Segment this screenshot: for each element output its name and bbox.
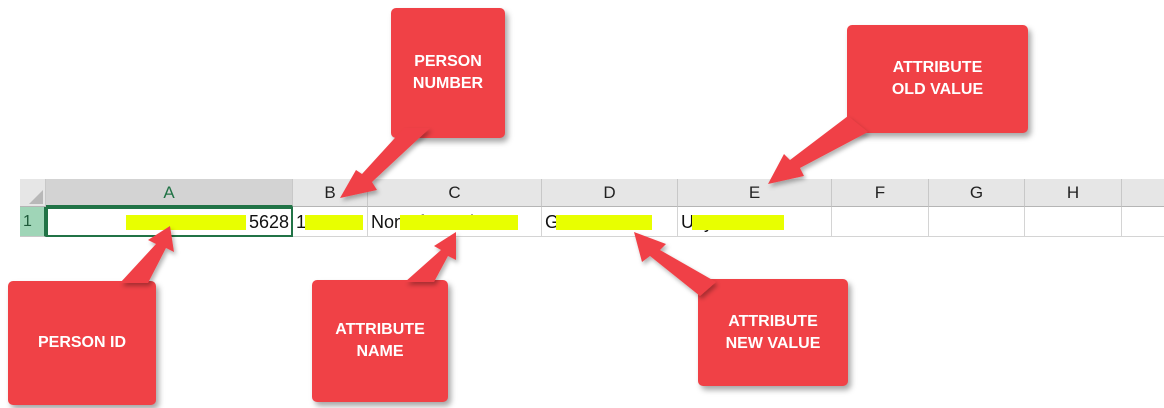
column-header-b[interactable]: B [293, 179, 368, 207]
cell-overflow [1122, 207, 1164, 237]
cell-a1-value: 5628 [248, 212, 289, 232]
redaction-highlight [126, 215, 246, 230]
column-header-f[interactable]: F [832, 179, 929, 207]
spreadsheet-grid: A B C D E F G H 1 5628 100002 NonInforma… [20, 179, 1164, 239]
cell-a1[interactable]: 5628 [46, 207, 293, 237]
callout-attribute-old-value-label: ATTRIBUTE OLD VALUE [891, 59, 984, 98]
cell-h1[interactable] [1025, 207, 1122, 237]
callout-person-number: PERSON NUMBER [391, 8, 505, 138]
column-header-overflow [1122, 179, 1164, 207]
select-all-corner[interactable] [20, 179, 46, 207]
column-header-c[interactable]: C [368, 179, 542, 207]
cell-f1[interactable] [832, 207, 929, 237]
row-header-1[interactable]: 1 [20, 207, 46, 237]
redaction-highlight [305, 215, 363, 230]
callout-person-id-label: PERSON ID [37, 334, 126, 351]
select-all-triangle-icon [29, 190, 43, 204]
cell-e1[interactable]: Uuyer [678, 207, 832, 237]
column-header-g[interactable]: G [929, 179, 1025, 207]
callout-person-id: PERSON ID [8, 281, 156, 405]
column-header-e[interactable]: E [678, 179, 832, 207]
cell-d1[interactable]: Ger [542, 207, 678, 237]
cell-c1[interactable]: NonInformation1 [368, 207, 542, 237]
column-header-d[interactable]: D [542, 179, 678, 207]
column-header-a[interactable]: A [46, 179, 293, 207]
callout-person-number-label: PERSON NUMBER [412, 53, 484, 92]
callout-attribute-name: ATTRIBUTE NAME [312, 280, 448, 402]
arrow-attribute-name [405, 232, 456, 282]
redaction-highlight [556, 215, 652, 230]
callout-attribute-new-value-label: ATTRIBUTE NEW VALUE [725, 312, 821, 352]
redaction-highlight [400, 215, 518, 230]
callout-attribute-name-label: ATTRIBUTE NAME [335, 321, 425, 360]
callout-attribute-new-value: ATTRIBUTE NEW VALUE [698, 279, 848, 386]
callout-attribute-old-value: ATTRIBUTE OLD VALUE [847, 25, 1028, 133]
column-header-h[interactable]: H [1025, 179, 1122, 207]
redaction-highlight [692, 215, 784, 230]
cell-b1[interactable]: 100002 [293, 207, 368, 237]
cell-g1[interactable] [929, 207, 1025, 237]
